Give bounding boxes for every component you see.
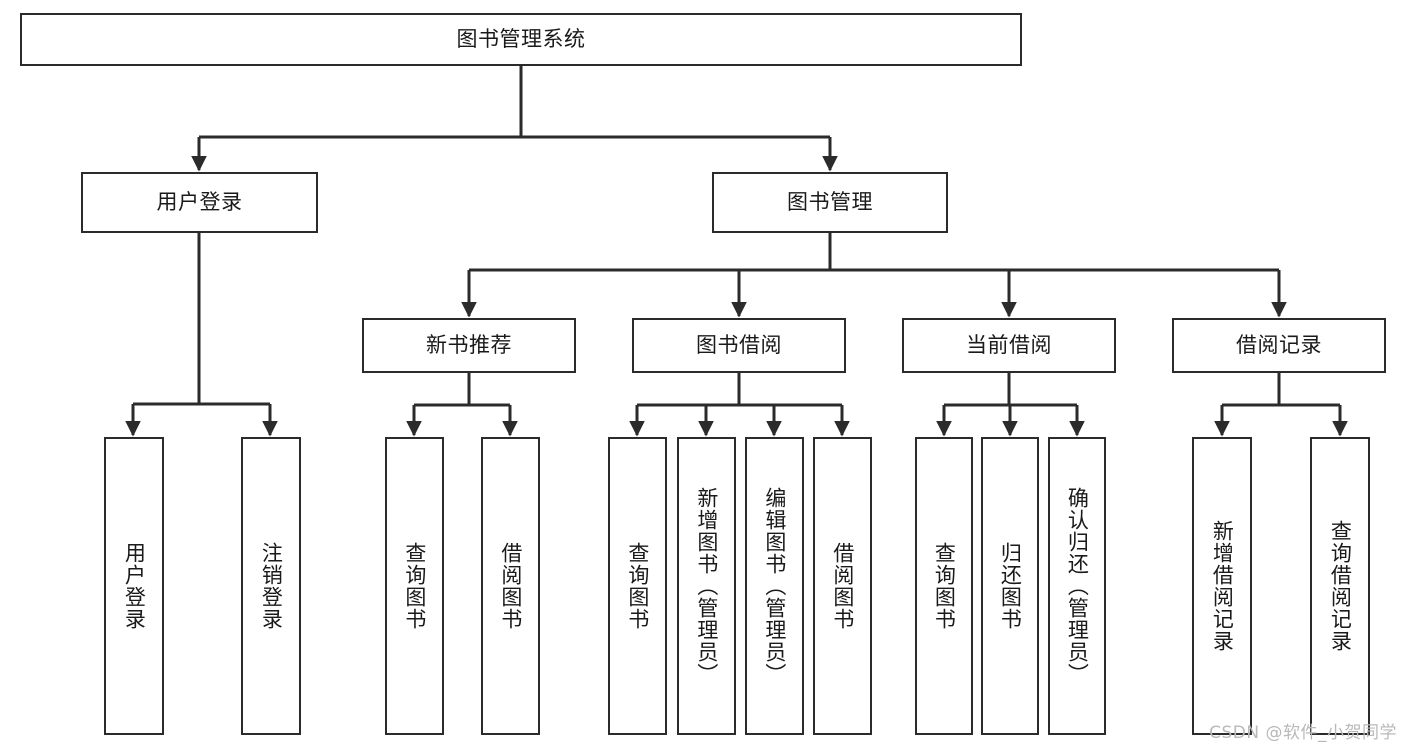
leaf-label: 新增图书（管理员） <box>694 487 719 685</box>
leaf-label: 注销登录 <box>259 542 284 630</box>
node-user-login-label: 用户登录 <box>156 190 243 215</box>
node-root-label: 图书管理系统 <box>456 27 586 52</box>
node-current-borrow[interactable]: 当前借阅 <box>902 318 1116 373</box>
leaf-label: 查询图书 <box>932 542 957 630</box>
watermark: CSDN @软件_小贺同学 <box>1209 723 1397 743</box>
leaf-user-login-login[interactable]: 用户登录 <box>104 437 164 735</box>
node-new-book-recommend-label: 新书推荐 <box>426 333 512 358</box>
node-book-borrow-label: 图书借阅 <box>696 333 782 358</box>
leaf-label: 编辑图书（管理员） <box>762 487 787 685</box>
leaf-book-borrow-query[interactable]: 查询图书 <box>608 437 667 735</box>
leaf-book-borrow-borrow[interactable]: 借阅图书 <box>813 437 872 735</box>
node-book-borrow[interactable]: 图书借阅 <box>632 318 846 373</box>
leaf-current-borrow-query[interactable]: 查询图书 <box>915 437 973 735</box>
leaf-label: 查询图书 <box>402 542 427 630</box>
node-book-management-label: 图书管理 <box>787 190 873 215</box>
node-root[interactable]: 图书管理系统 <box>20 13 1022 66</box>
node-borrow-record[interactable]: 借阅记录 <box>1172 318 1386 373</box>
node-borrow-record-label: 借阅记录 <box>1236 333 1322 358</box>
leaf-current-borrow-return[interactable]: 归还图书 <box>981 437 1039 735</box>
leaf-borrow-record-query[interactable]: 查询借阅记录 <box>1310 437 1370 735</box>
node-user-login[interactable]: 用户登录 <box>81 172 318 233</box>
leaf-label: 借阅图书 <box>830 542 855 630</box>
leaf-new-book-borrow[interactable]: 借阅图书 <box>481 437 540 735</box>
leaf-label: 借阅图书 <box>498 542 523 630</box>
leaf-borrow-record-add[interactable]: 新增借阅记录 <box>1192 437 1252 735</box>
node-new-book-recommend[interactable]: 新书推荐 <box>362 318 576 373</box>
leaf-label: 归还图书 <box>998 542 1023 630</box>
leaf-user-login-logout[interactable]: 注销登录 <box>241 437 301 735</box>
leaf-current-borrow-confirm-return[interactable]: 确认归还（管理员） <box>1048 437 1106 735</box>
leaf-new-book-query[interactable]: 查询图书 <box>385 437 444 735</box>
leaf-book-borrow-add[interactable]: 新增图书（管理员） <box>677 437 736 735</box>
leaf-book-borrow-edit[interactable]: 编辑图书（管理员） <box>745 437 804 735</box>
leaf-label: 查询借阅记录 <box>1328 520 1353 652</box>
leaf-label: 查询图书 <box>625 542 650 630</box>
leaf-label: 用户登录 <box>122 542 147 630</box>
node-book-management[interactable]: 图书管理 <box>712 172 948 233</box>
leaf-label: 确认归还（管理员） <box>1065 487 1090 685</box>
node-current-borrow-label: 当前借阅 <box>966 333 1052 358</box>
leaf-label: 新增借阅记录 <box>1210 520 1235 652</box>
